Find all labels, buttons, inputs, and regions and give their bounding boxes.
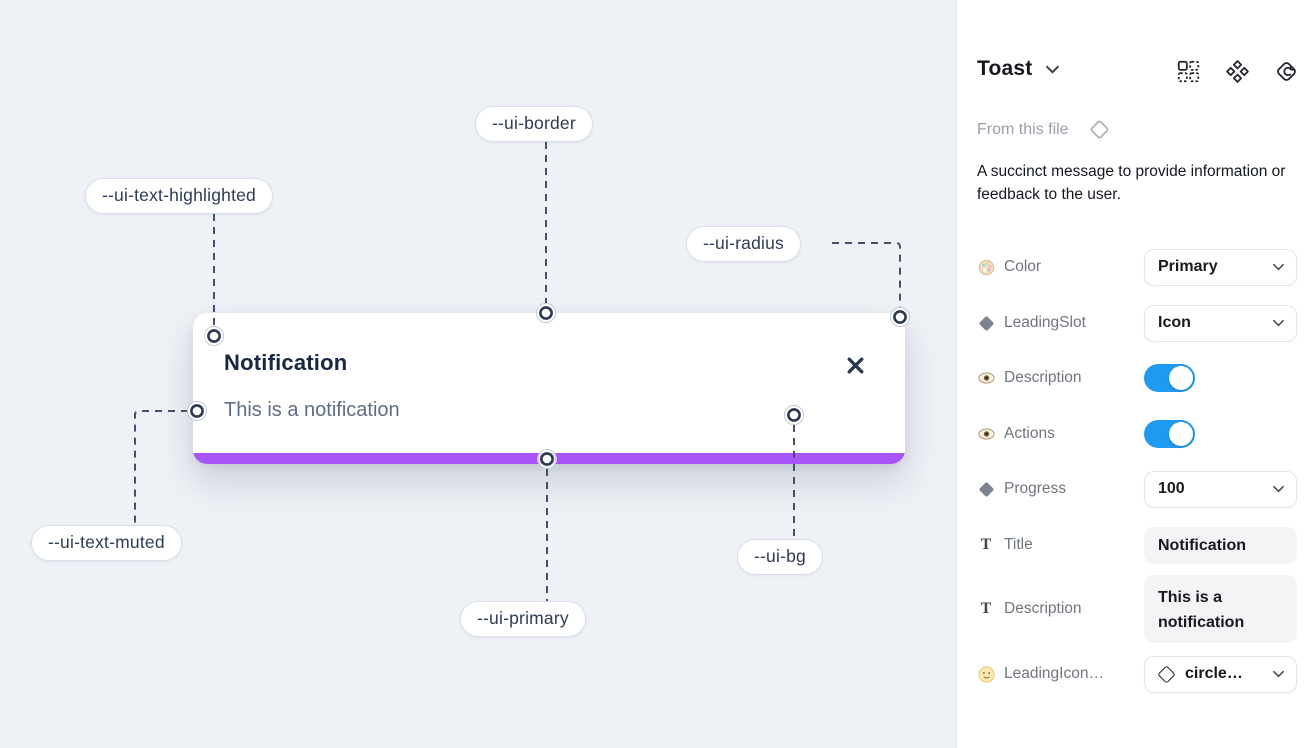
leadingslot-select[interactable]: Icon (1144, 304, 1297, 342)
diamond-icon (977, 481, 995, 497)
chevron-down-icon (1046, 65, 1060, 74)
actions-toggle[interactable] (1144, 420, 1195, 448)
panel-toolbar (1175, 59, 1299, 85)
eye-icon (977, 428, 995, 440)
toast-progress-bar (193, 453, 905, 464)
property-label: Color (1004, 258, 1042, 275)
source-label: From this file (977, 120, 1069, 138)
variants-icon[interactable] (1224, 59, 1250, 85)
toast-preview: Notification This is a notification (193, 313, 905, 464)
property-row-description-text: T Description This is a notification (977, 575, 1297, 643)
component-title: Toast (977, 57, 1033, 80)
diamond-icon (977, 315, 995, 331)
palette-icon (977, 259, 995, 276)
description-toggle[interactable] (1144, 364, 1195, 392)
toggle-knob (1169, 366, 1193, 390)
toast-description: This is a notification (224, 399, 400, 421)
property-label: Actions (1004, 425, 1055, 442)
property-label: Title (1004, 536, 1033, 553)
description-field[interactable]: This is a notification (1144, 575, 1297, 643)
back-to-component-icon[interactable] (1273, 59, 1299, 85)
property-row-actions-toggle: Actions (977, 416, 1297, 452)
property-row-title: T Title Notification (977, 526, 1297, 564)
eye-icon (977, 372, 995, 384)
var-label-ui-border[interactable]: --ui-border (475, 106, 593, 142)
property-label: Description (1004, 600, 1082, 617)
close-icon[interactable] (841, 351, 869, 379)
chevron-down-icon (1273, 263, 1284, 271)
source-row: From this file (977, 116, 1113, 143)
property-label: Description (1004, 369, 1082, 386)
component-description: A succinct message to provide informatio… (977, 163, 1286, 203)
connector-radius (832, 242, 901, 307)
property-row-description-toggle: Description (977, 360, 1297, 396)
property-label: LeadingIcon… (1004, 665, 1104, 682)
text-icon: T (980, 600, 992, 617)
property-row-color: Color Primary (977, 248, 1297, 286)
chevron-down-icon (1273, 670, 1284, 678)
title-field[interactable]: Notification (1144, 526, 1297, 564)
var-label-ui-bg[interactable]: --ui-bg (737, 539, 823, 575)
property-label: Progress (1004, 480, 1067, 497)
diamond-outline-icon (1157, 664, 1176, 684)
var-label-ui-radius[interactable]: --ui-radius (686, 226, 801, 262)
toggle-knob (1169, 422, 1193, 446)
connector-text-muted (134, 410, 188, 525)
canvas: Notification This is a notification (0, 0, 956, 748)
leadingicon-select[interactable]: circle… (1144, 655, 1297, 693)
property-row-leadingslot: LeadingSlot Icon (977, 304, 1297, 342)
instance-grid-icon[interactable] (1175, 59, 1201, 85)
properties-panel: Toast (956, 0, 1312, 748)
property-label: LeadingSlot (1004, 314, 1086, 331)
var-label-ui-text-highlighted[interactable]: --ui-text-highlighted (85, 178, 273, 214)
component-title-row[interactable]: Toast (977, 57, 1060, 81)
toast-title: Notification (224, 350, 348, 375)
var-label-ui-primary[interactable]: --ui-primary (460, 601, 586, 637)
var-label-ui-text-muted[interactable]: --ui-text-muted (31, 525, 182, 561)
property-row-progress: Progress 100 (977, 470, 1297, 508)
smiley-icon (977, 665, 995, 683)
component-diamond-icon (1090, 120, 1108, 139)
property-row-leadingicon: LeadingIcon… circle… (977, 655, 1297, 693)
text-icon: T (980, 536, 992, 553)
color-select[interactable]: Primary (1144, 248, 1297, 286)
chevron-down-icon (1273, 485, 1284, 493)
chevron-down-icon (1273, 319, 1284, 327)
progress-select[interactable]: 100 (1144, 470, 1297, 508)
close-x-glyph (847, 357, 863, 373)
